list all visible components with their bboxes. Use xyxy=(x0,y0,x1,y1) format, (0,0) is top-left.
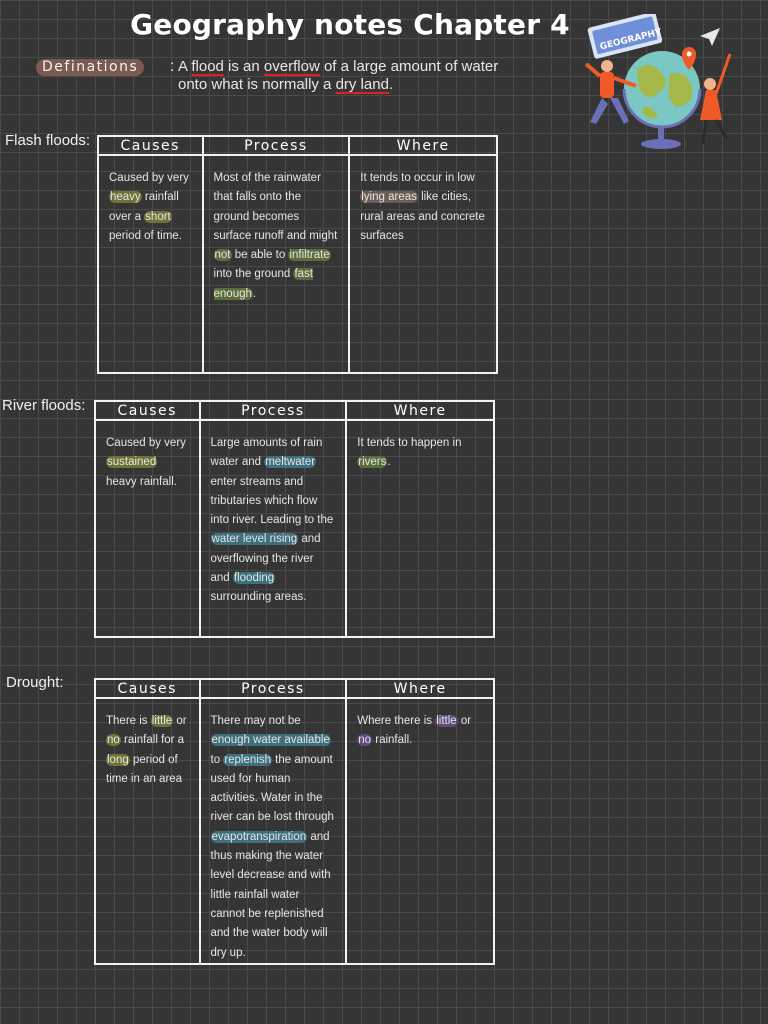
text-run: and overflowing the river and xyxy=(210,533,321,585)
highlighted-term: heavy xyxy=(109,191,142,204)
page-title: Geography notes Chapter 4 xyxy=(130,8,570,41)
highlighted-term: evapotranspiration xyxy=(210,830,308,843)
text-run: Caused by very xyxy=(106,437,186,449)
underlined-term: flood xyxy=(191,58,224,75)
highlighted-term: infiltrate xyxy=(288,249,331,262)
highlighted-term: meltwater xyxy=(264,456,317,469)
header-causes: Causes xyxy=(94,400,201,421)
text-run: period of time in an area xyxy=(106,753,183,785)
text-run: the amount used for human activities. Wa… xyxy=(210,753,334,824)
cell-where: It tends to happen in rivers. xyxy=(345,420,495,637)
highlighted-term: little xyxy=(150,715,174,727)
text-run: is an xyxy=(223,58,264,75)
text-run: . xyxy=(388,76,394,93)
text-run: of a large amount of water xyxy=(319,58,499,75)
section-label-river-floods: River floods: xyxy=(2,397,86,414)
river-floods-table: Causes Process Where Caused by very sust… xyxy=(94,400,495,638)
text-run: There may not be xyxy=(210,715,301,727)
text-run: be able to xyxy=(231,249,289,262)
text-run: into the ground xyxy=(213,268,294,281)
highlighted-term: rivers xyxy=(357,456,388,469)
text-run: heavy rainfall. xyxy=(106,475,177,488)
text-run: Caused by very xyxy=(109,172,189,184)
text-run: There is xyxy=(106,715,151,727)
highlighted-term: little xyxy=(435,715,458,727)
drought-table: Causes Process Where There is little or … xyxy=(94,678,495,965)
text-run: or xyxy=(457,715,472,727)
text-run: It tends to happen in xyxy=(357,437,462,449)
underlined-term: dry land xyxy=(335,76,389,93)
definition-colon: : xyxy=(170,58,175,75)
cell-where: It tends to occur in low lying areas lik… xyxy=(348,155,498,373)
cell-where: Where there is little or no rainfall. xyxy=(345,698,495,964)
header-causes: Causes xyxy=(94,678,201,699)
section-label-drought: Drought: xyxy=(6,674,64,691)
flash-floods-table: Causes Process Where Caused by very heav… xyxy=(97,135,498,374)
cell-process: Most of the rainwater that falls onto th… xyxy=(201,155,351,373)
highlighted-term: water level rising xyxy=(210,533,299,546)
text-run: onto what is normally a xyxy=(178,76,336,93)
highlighted-term: flooding xyxy=(232,572,276,585)
text-run: rainfall. xyxy=(372,734,413,747)
definition-line-1: A flood is an overflow of a large amount… xyxy=(178,58,498,75)
text-run: Where there is xyxy=(357,715,436,727)
highlighted-term: not xyxy=(213,249,232,262)
geography-globe-illustration-icon: GEOGRAPHY xyxy=(584,14,732,149)
text-run: . xyxy=(252,287,257,300)
section-label-flash-floods: Flash floods: xyxy=(5,132,91,149)
cell-causes: Caused by very sustained heavy rainfall. xyxy=(94,420,201,637)
text-run: to xyxy=(210,753,224,766)
cell-process: Large amounts of rain water and meltwate… xyxy=(198,420,348,637)
header-process: Process xyxy=(201,135,351,156)
highlighted-term: short xyxy=(144,210,172,223)
text-run: rainfall for a xyxy=(120,734,185,747)
text-run: rainfall over a xyxy=(109,191,179,223)
text-run: It tends to occur in low xyxy=(360,172,475,184)
highlighted-term: enough water available xyxy=(210,734,331,747)
text-run: enter streams and tributaries which flow… xyxy=(210,475,334,527)
definition-line-2: onto what is normally a dry land. xyxy=(178,76,508,94)
text-run: period of time. xyxy=(109,229,182,242)
underlined-term: overflow xyxy=(263,58,320,75)
cell-causes: Caused by very heavy rainfall over a sho… xyxy=(97,155,204,373)
header-where: Where xyxy=(345,678,495,699)
highlighted-term: replenish xyxy=(223,753,272,766)
header-process: Process xyxy=(198,678,348,699)
highlighted-term: no xyxy=(106,734,121,747)
highlighted-term: long xyxy=(106,753,130,766)
text-run: like cities, rural areas and concrete su… xyxy=(360,191,485,242)
text-run: or xyxy=(173,715,187,727)
text-run: Large amounts of rain water and xyxy=(210,437,323,469)
highlighted-term: lying areas xyxy=(360,191,418,204)
header-causes: Causes xyxy=(97,135,204,156)
header-where: Where xyxy=(348,135,498,156)
text-run: Most of the rainwater that falls onto th… xyxy=(213,172,338,242)
text-run: . xyxy=(387,456,391,469)
highlighted-term: sustained xyxy=(106,456,158,469)
header-where: Where xyxy=(345,400,495,421)
cell-causes: There is little or no rainfall for a lon… xyxy=(94,698,201,964)
header-process: Process xyxy=(198,400,348,421)
cell-process: There may not be enough water available … xyxy=(198,698,348,964)
text-run: surrounding areas. xyxy=(210,591,307,604)
text-run: and thus making the water level decrease… xyxy=(210,830,331,959)
text-run: A xyxy=(178,58,192,75)
highlighted-term: no xyxy=(357,734,373,747)
definition-text: A flood is an overflow of a large amount… xyxy=(178,58,508,94)
definition-label: Definations xyxy=(36,59,145,76)
